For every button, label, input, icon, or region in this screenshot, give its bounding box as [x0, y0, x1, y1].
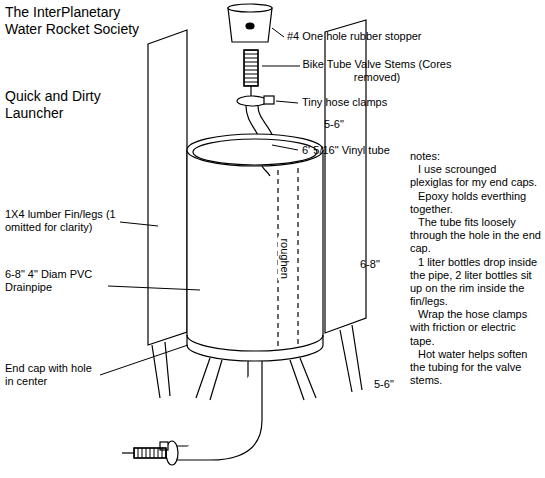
- part-label: 5-6": [374, 378, 414, 391]
- note-text: Epoxy holds everthing together.: [410, 190, 542, 216]
- part-label: Tiny hose clamps: [302, 96, 442, 109]
- note-text: 1 liter bottles drop inside the pipe, 2 …: [410, 256, 542, 309]
- part-label: 6-8" 4" Diam PVC Drainpipe: [5, 268, 107, 294]
- note-text: notes:: [410, 150, 542, 163]
- subtitle: Quick and Dirty Launcher: [5, 88, 145, 122]
- part-label: 5-6": [324, 118, 364, 131]
- note-text: The tube fits loosely through the hole i…: [410, 216, 542, 256]
- note-text: I use scrounged plexiglas for my end cap…: [410, 163, 542, 189]
- part-label: Bike Tube Valve Stems (Cores removed): [302, 58, 452, 84]
- note-text: Hot water helps soften the tubing for th…: [410, 348, 542, 388]
- part-label: 6' 5/16" Vinyl tube: [302, 144, 404, 157]
- part-label: 6-8": [360, 258, 400, 271]
- title: The InterPlanetary Water Rocket Society: [5, 4, 145, 38]
- part-label: roughen: [278, 236, 291, 280]
- part-label: #4 One hole rubber stopper: [287, 30, 487, 43]
- part-label: End cap with hole in center: [5, 362, 101, 388]
- note-text: Wrap the hose clamps with friction or el…: [410, 308, 542, 348]
- notes-column: notes:I use scrounged plexiglas for my e…: [410, 150, 542, 387]
- part-label: 1X4 lumber Fin/legs (1 omitted for clari…: [5, 208, 123, 234]
